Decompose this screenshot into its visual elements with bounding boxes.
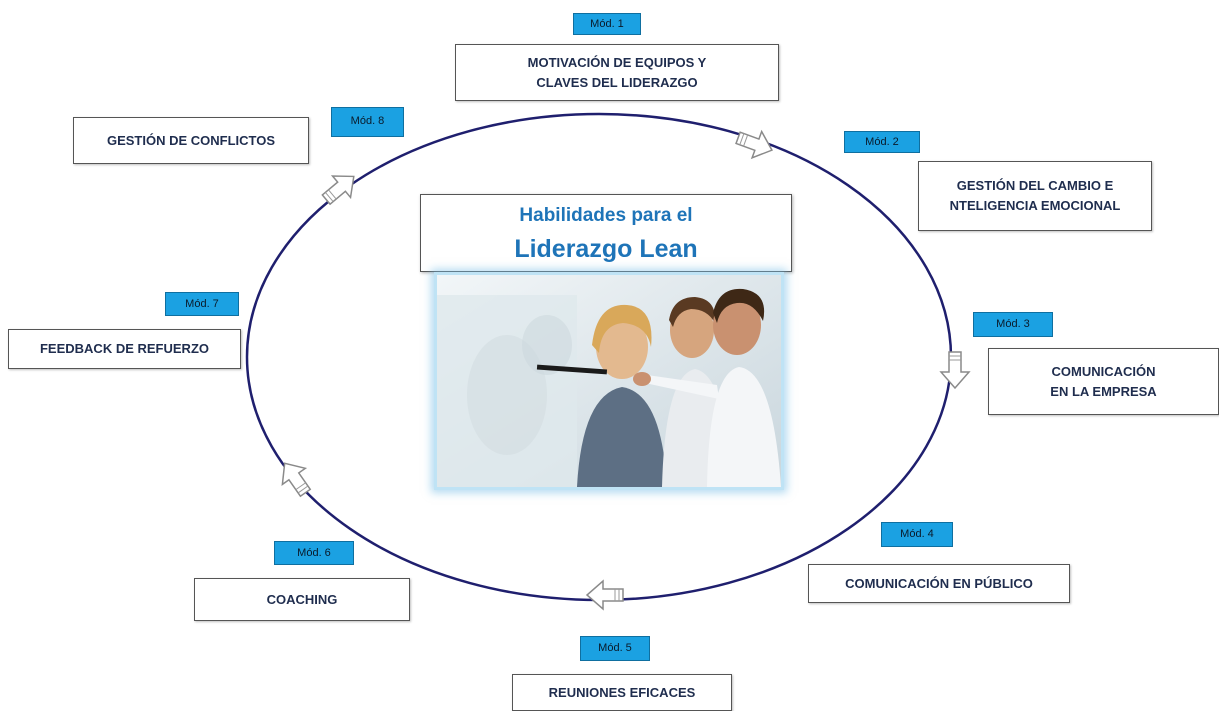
title-line-2: Liderazgo Lean xyxy=(514,235,698,263)
central-title: Habilidades para el Liderazgo Lean xyxy=(420,194,792,272)
module-3-tag: Mód. 3 xyxy=(973,312,1053,337)
team-meeting-photo xyxy=(434,272,784,490)
module-4-tag: Mód. 4 xyxy=(881,522,953,547)
module-1-box: MOTIVACIÓN DE EQUIPOS Y CLAVES DEL LIDER… xyxy=(455,44,779,101)
title-line-1: Habilidades para el xyxy=(519,205,693,226)
module-2-tag: Mód. 2 xyxy=(844,131,920,153)
module-6-box: COACHING xyxy=(194,578,410,621)
photo-illustration xyxy=(437,275,781,487)
module-5-box: REUNIONES EFICACES xyxy=(512,674,732,711)
module-8-tag: Mód. 8 xyxy=(331,107,404,137)
module-1-tag: Mód. 1 xyxy=(573,13,641,35)
module-6-tag: Mód. 6 xyxy=(274,541,354,565)
module-8-box: GESTIÓN DE CONFLICTOS xyxy=(73,117,309,164)
module-5-tag: Mód. 5 xyxy=(580,636,650,661)
module-3-box: COMUNICACIÓN EN LA EMPRESA xyxy=(988,348,1219,415)
module-2-box: GESTIÓN DEL CAMBIO E NTELIGENCIA EMOCION… xyxy=(918,161,1152,231)
module-4-box: COMUNICACIÓN EN PÚBLICO xyxy=(808,564,1070,603)
module-7-box: FEEDBACK DE REFUERZO xyxy=(8,329,241,369)
module-7-tag: Mód. 7 xyxy=(165,292,239,316)
